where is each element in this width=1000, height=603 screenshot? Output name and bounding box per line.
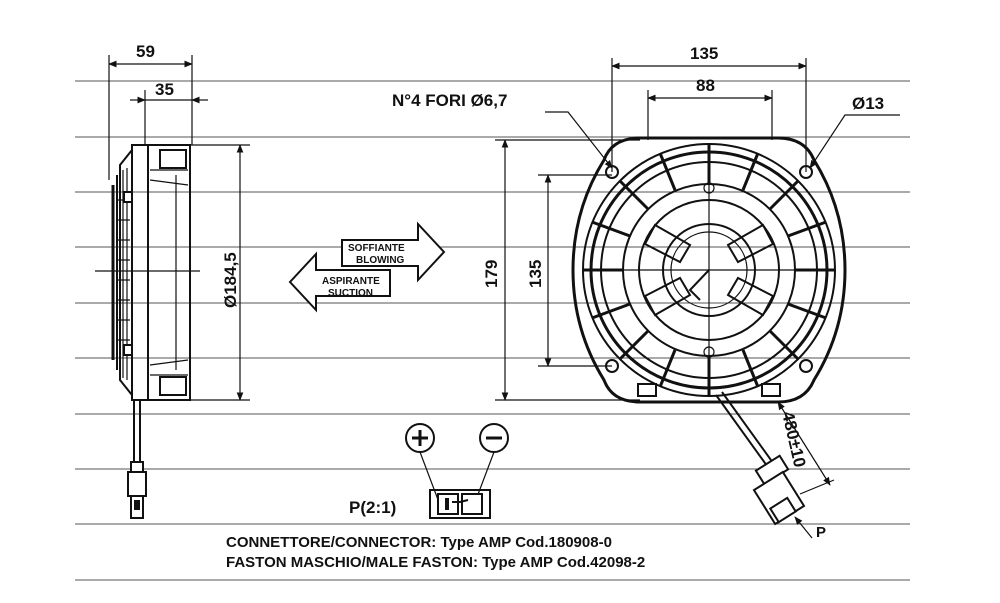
- dim-depth-total: 59: [136, 42, 155, 61]
- dim-depth-body: 35: [155, 80, 174, 99]
- suction-italian-label: ASPIRANTE: [322, 276, 380, 287]
- note-faston: FASTON MASCHIO/MALE FASTON: Type AMP Cod…: [226, 554, 645, 571]
- dim-diameter-body: Ø184,5: [221, 252, 240, 308]
- blowing-italian-label: SOFFIANTE: [348, 243, 405, 254]
- note-connector: CONNETTORE/CONNECTOR: Type AMP Cod.18090…: [226, 534, 612, 551]
- dim-height-inner: 135: [526, 260, 545, 288]
- dim-hub-diameter: Ø13: [852, 94, 884, 113]
- dim-hole-spacing: 88: [696, 76, 715, 95]
- grid-lines: [75, 80, 910, 581]
- connector-scale-label: P(2:1): [349, 498, 396, 517]
- connector-pointer-label: P: [816, 524, 826, 541]
- suction-english-label: SUCTION: [328, 288, 373, 299]
- blowing-english-label: BLOWING: [356, 255, 405, 266]
- airflow-arrows: [288, 221, 446, 313]
- dim-holes-label: N°4 FORI Ø6,7: [392, 91, 507, 110]
- fan-side-view: [95, 55, 250, 519]
- connector-detail: [405, 423, 509, 519]
- dim-width-total: 135: [690, 44, 718, 63]
- fan-front-view: [495, 58, 900, 539]
- dim-height-total: 179: [482, 260, 501, 288]
